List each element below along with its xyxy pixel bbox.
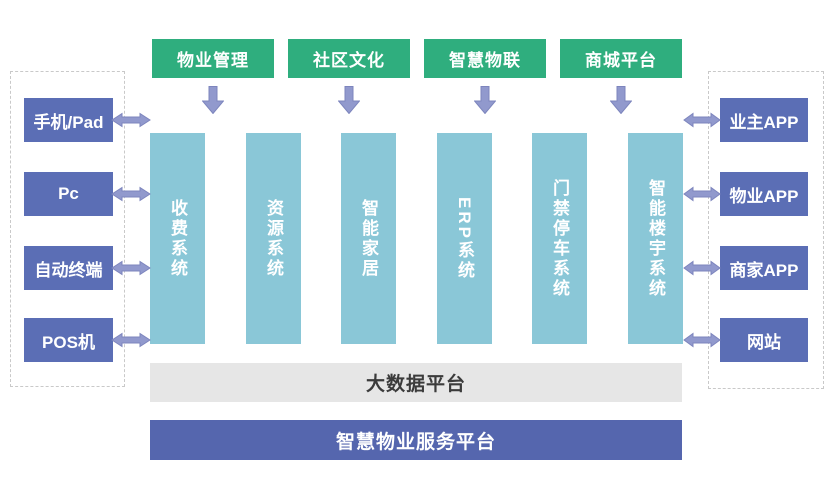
channel-owner-app: 业主APP (720, 98, 808, 142)
system-bar-erp: ERP系统 (437, 133, 492, 344)
system-bar-access-parking: 门禁停车系统 (532, 133, 587, 344)
big-data-platform-bar: 大数据平台 (150, 363, 682, 402)
double-arrow-icon (683, 112, 721, 128)
double-arrow-icon (683, 260, 721, 276)
module-smart-iot: 智慧物联 (424, 39, 546, 78)
down-arrow-icon (473, 86, 497, 115)
service-platform-label: 智慧物业服务平台 (335, 431, 496, 453)
system-label: 智能家居 (359, 198, 378, 279)
terminal-group-panel (10, 71, 125, 387)
down-arrow-icon (337, 86, 361, 115)
terminal-label: 自动终端 (34, 260, 103, 280)
terminal-pos: POS机 (24, 318, 113, 362)
channel-label: 商家APP (729, 260, 799, 280)
service-platform-bar: 智慧物业服务平台 (150, 420, 682, 460)
big-data-platform-label: 大数据平台 (365, 374, 466, 395)
down-arrow-icon (609, 86, 633, 115)
system-label: 门禁停车系统 (550, 178, 569, 299)
channel-label: 业主APP (729, 112, 799, 132)
system-bar-resource: 资源系统 (246, 133, 301, 344)
terminal-label: POS机 (42, 332, 95, 352)
double-arrow-icon (111, 332, 151, 348)
double-arrow-icon (111, 260, 151, 276)
terminal-label: 手机/Pad (33, 112, 104, 132)
system-bar-fee: 收费系统 (150, 133, 205, 344)
double-arrow-icon (683, 186, 721, 202)
module-property-management: 物业管理 (152, 39, 274, 78)
module-label: 商城平台 (585, 51, 657, 70)
channel-website: 网站 (720, 318, 808, 362)
double-arrow-icon (683, 332, 721, 348)
terminal-mobile-pad: 手机/Pad (24, 98, 113, 142)
terminal-label: Pc (58, 184, 79, 203)
system-label: ERP系统 (455, 196, 474, 281)
system-label: 资源系统 (264, 198, 283, 279)
system-label: 收费系统 (168, 198, 187, 279)
double-arrow-icon (111, 112, 151, 128)
module-label: 社区文化 (313, 51, 385, 70)
channel-group-panel (708, 71, 824, 389)
system-label: 智能楼宇系统 (646, 178, 665, 299)
channel-merchant-app: 商家APP (720, 246, 808, 290)
channel-label: 网站 (747, 332, 781, 352)
system-bar-smart-home: 智能家居 (341, 133, 396, 344)
down-arrow-icon (201, 86, 225, 115)
module-mall-platform: 商城平台 (560, 39, 682, 78)
module-community-culture: 社区文化 (288, 39, 410, 78)
module-label: 智慧物联 (449, 51, 521, 70)
terminal-auto-kiosk: 自动终端 (24, 246, 113, 290)
system-bar-smart-building: 智能楼宇系统 (628, 133, 683, 344)
double-arrow-icon (111, 186, 151, 202)
channel-label: 物业APP (729, 186, 799, 206)
terminal-pc: Pc (24, 172, 113, 216)
channel-property-app: 物业APP (720, 172, 808, 216)
module-label: 物业管理 (177, 51, 249, 70)
